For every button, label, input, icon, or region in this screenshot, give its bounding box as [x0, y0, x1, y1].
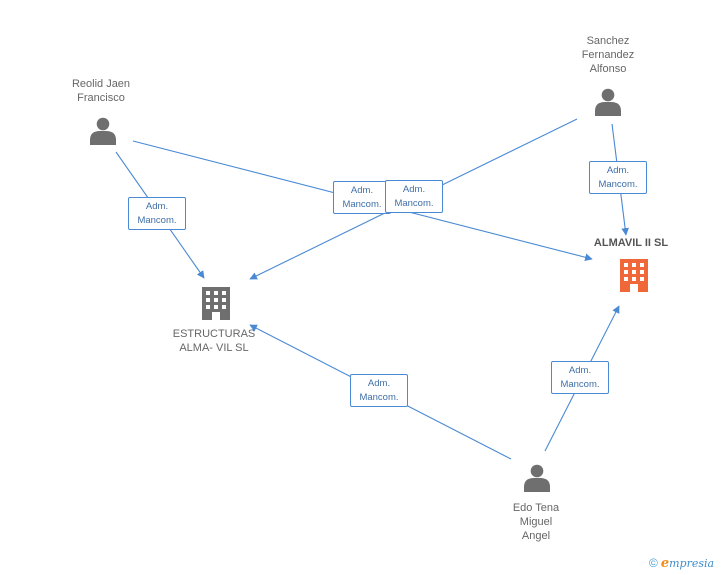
building-icon [202, 287, 230, 320]
brand-logo-text: mpresia [669, 557, 715, 570]
edge-label-role: Adm. [145, 201, 169, 212]
person-icon [90, 117, 116, 145]
copyright-icon: © [649, 556, 658, 570]
company-name-line: ESTRUCTURAS [172, 328, 256, 340]
person-name-line: Reolid Jaen [71, 78, 131, 90]
edge-label-role: Mancom. [359, 392, 399, 403]
edge-label-sanchez-estructuras[interactable]: Adm. Mancom. [385, 180, 443, 213]
edge-label-role: Adm. [606, 165, 630, 176]
edge-label-role: Mancom. [560, 379, 600, 390]
brand-watermark[interactable]: ©empresia [649, 555, 714, 572]
person-name-line: Miguel [519, 516, 553, 528]
edge-label-edo-almavil[interactable]: Adm. Mancom. [551, 361, 609, 394]
person-label-edo[interactable]: Edo Tena Miguel Angel [494, 501, 578, 543]
edge-label-role: Adm. [568, 365, 592, 376]
person-label-reolid[interactable]: Reolid Jaen Francisco [58, 77, 144, 105]
person-name-line: Alfonso [589, 63, 627, 75]
company-name-line: ALMAVIL II SL [593, 237, 669, 249]
person-label-sanchez[interactable]: Sanchez Fernandez Alfonso [566, 34, 650, 76]
company-label-almavil[interactable]: ALMAVIL II SL [580, 236, 682, 250]
brand-logo-e: e [660, 556, 670, 571]
edge-label-reolid-almavil[interactable]: Adm. Mancom. [333, 181, 391, 214]
building-icon-highlighted [620, 259, 648, 292]
edge-label-role: Mancom. [394, 198, 434, 209]
edge-label-edo-estructuras[interactable]: Adm. Mancom. [350, 374, 408, 407]
edge-label-reolid-estructuras[interactable]: Adm. Mancom. [128, 197, 186, 230]
edge-label-role: Mancom. [598, 179, 638, 190]
person-name-line: Sanchez [586, 35, 630, 47]
edge-label-role: Adm. [367, 378, 391, 389]
person-name-line: Angel [521, 530, 551, 542]
company-name-line: ALMA- VIL SL [179, 342, 249, 354]
edge-label-role: Mancom. [342, 199, 382, 210]
edge-label-sanchez-almavil[interactable]: Adm. Mancom. [589, 161, 647, 194]
person-name-line: Francisco [77, 92, 125, 104]
company-label-estructuras[interactable]: ESTRUCTURAS ALMA- VIL SL [164, 327, 264, 355]
person-name-line: Fernandez [581, 49, 635, 61]
edge-label-role: Mancom. [137, 215, 177, 226]
person-icon [524, 464, 550, 492]
person-icon [595, 88, 621, 116]
edge-label-role: Adm. [350, 185, 374, 196]
person-name-line: Edo Tena [512, 502, 560, 514]
edge-label-role: Adm. [402, 184, 426, 195]
